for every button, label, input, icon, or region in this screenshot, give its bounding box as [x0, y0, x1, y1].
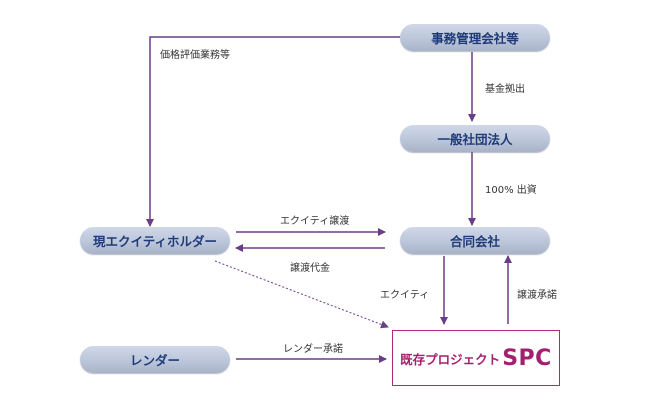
label-equity-transfer: エクイティ譲渡 [280, 216, 350, 227]
node-lender: レンダー [80, 346, 230, 373]
spc-label: SPC [502, 345, 552, 371]
node-current-equity-holder: 現エクイティホルダー [80, 227, 230, 254]
label-equity: エクイティ [380, 290, 430, 301]
node-ippan-shadan: 一般社団法人 [400, 125, 550, 152]
node-jimu-kanri: 事務管理会社等 [400, 24, 550, 51]
label-valuation-services: 価格評価業務等 [160, 50, 230, 61]
node-godo-kaisha: 合同会社 [400, 227, 550, 254]
label-transfer-approval: 譲渡承諾 [517, 290, 557, 301]
label-transfer-payment: 譲渡代金 [290, 263, 330, 274]
label-capital-contribution: 100% 出資 [485, 185, 537, 196]
node-existing-project-spc: 既存プロジェクト SPC [392, 330, 560, 386]
label-fund-contribution: 基金拠出 [485, 84, 525, 95]
label-lender-approval: レンダー承諾 [283, 344, 343, 355]
arrow-valuation [146, 36, 400, 227]
spc-prefix: 既存プロジェクト [400, 351, 501, 367]
arrow-dotted-holder-to-spc [214, 260, 389, 329]
